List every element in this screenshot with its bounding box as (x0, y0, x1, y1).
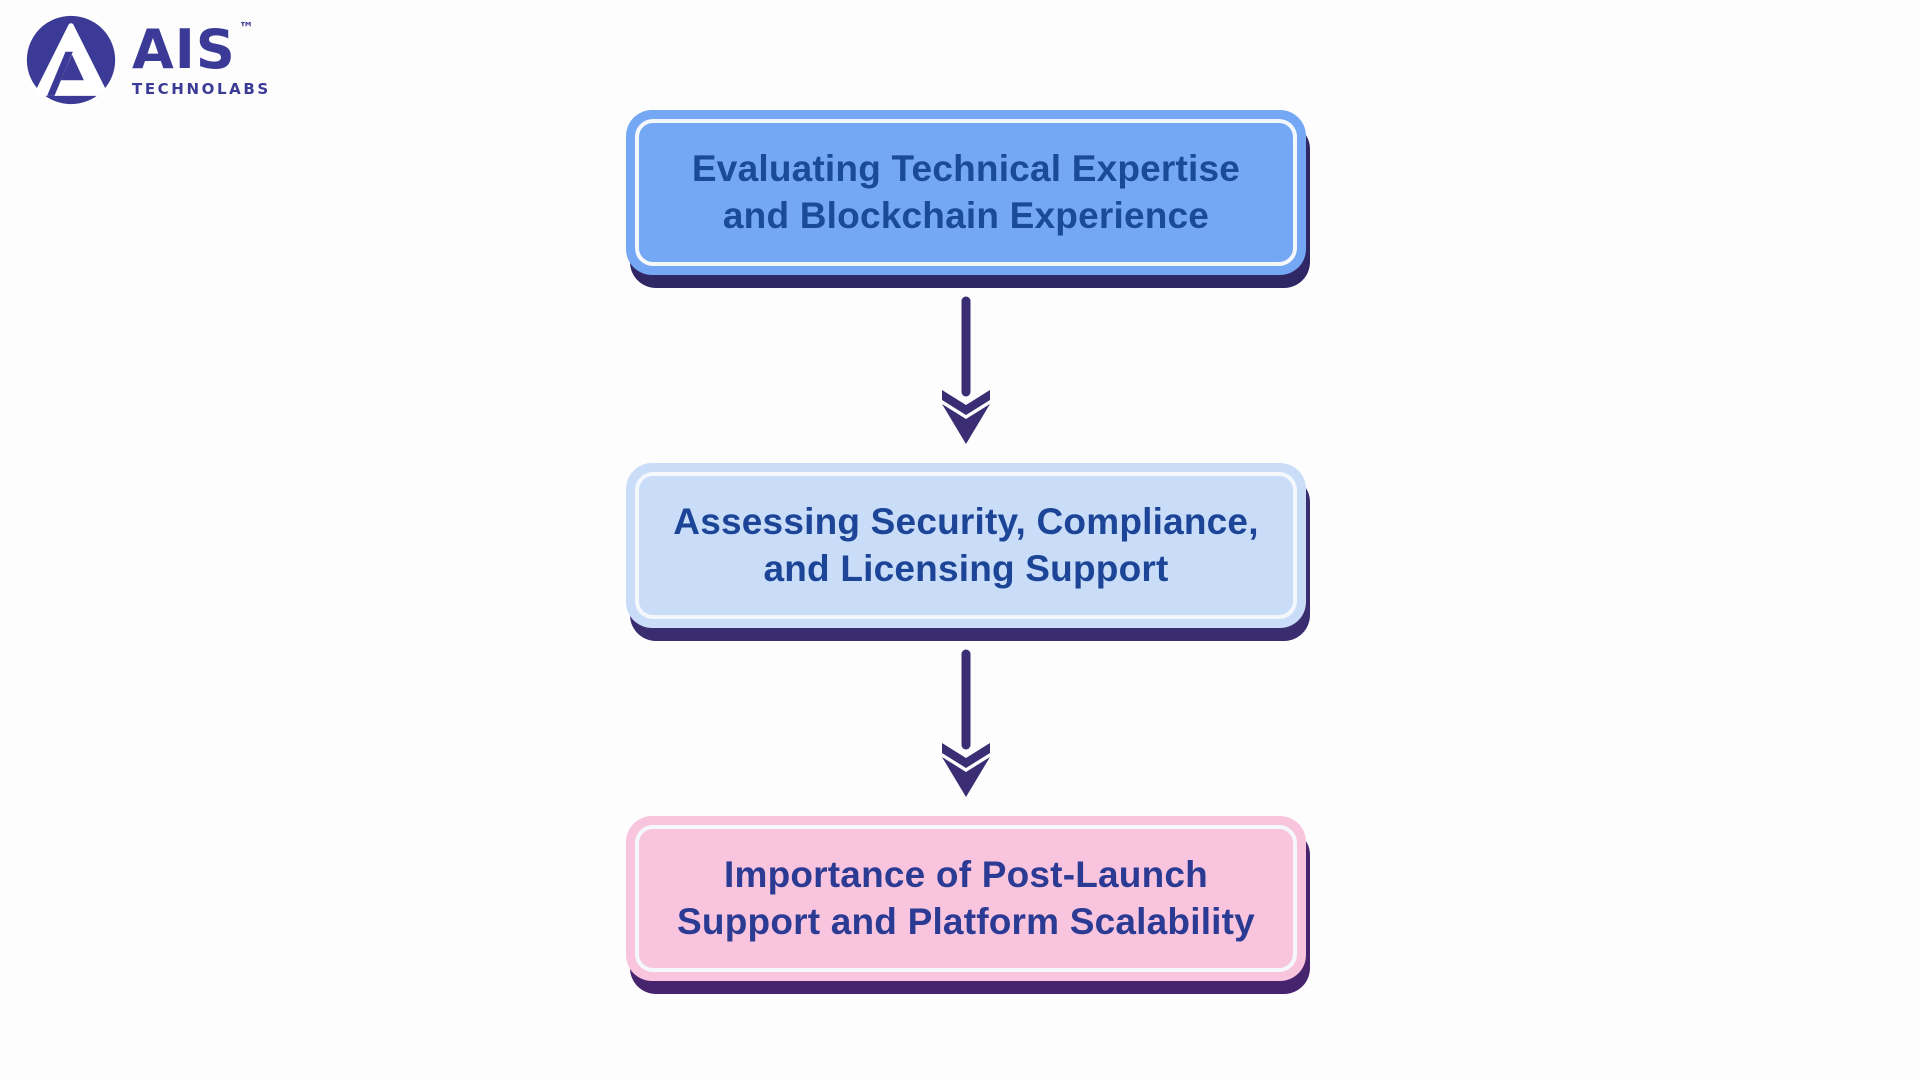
brand-wordmark: AIS ™ TECHNOLABS (132, 17, 271, 98)
step-box-technical-expertise: Evaluating Technical Expertise and Block… (626, 110, 1306, 275)
trademark-symbol: ™ (238, 18, 255, 37)
step-label-line: Evaluating Technical Expertise (691, 147, 1241, 189)
step-label-line: Assessing Security, Compliance, (673, 500, 1259, 542)
step-label: Evaluating Technical Expertise and Block… (692, 146, 1240, 239)
step-box-post-launch-support: Importance of Post-Launch Support and Pl… (626, 816, 1306, 981)
connector-1 (626, 275, 1306, 463)
step-label-line: Support and Platform Scalability (677, 900, 1255, 942)
step-label-line: and Licensing Support (763, 547, 1169, 589)
brand-name: AIS (132, 17, 236, 81)
step-label: Importance of Post-Launch Support and Pl… (677, 852, 1255, 945)
down-arrow-icon (942, 649, 990, 797)
connector-2 (626, 628, 1306, 816)
step-label: Assessing Security, Compliance, and Lice… (673, 499, 1258, 592)
flowchart: Evaluating Technical Expertise and Block… (626, 110, 1306, 981)
step-label-line: Importance of Post-Launch (724, 853, 1208, 895)
brand-subtitle: TECHNOLABS (132, 79, 271, 98)
down-arrow-icon (942, 296, 990, 444)
step-box-security-compliance: Assessing Security, Compliance, and Lice… (626, 463, 1306, 628)
step-label-line: and Blockchain Experience (722, 194, 1210, 236)
brand-logo: AIS ™ TECHNOLABS (25, 14, 271, 106)
ais-monogram-icon (26, 15, 116, 105)
